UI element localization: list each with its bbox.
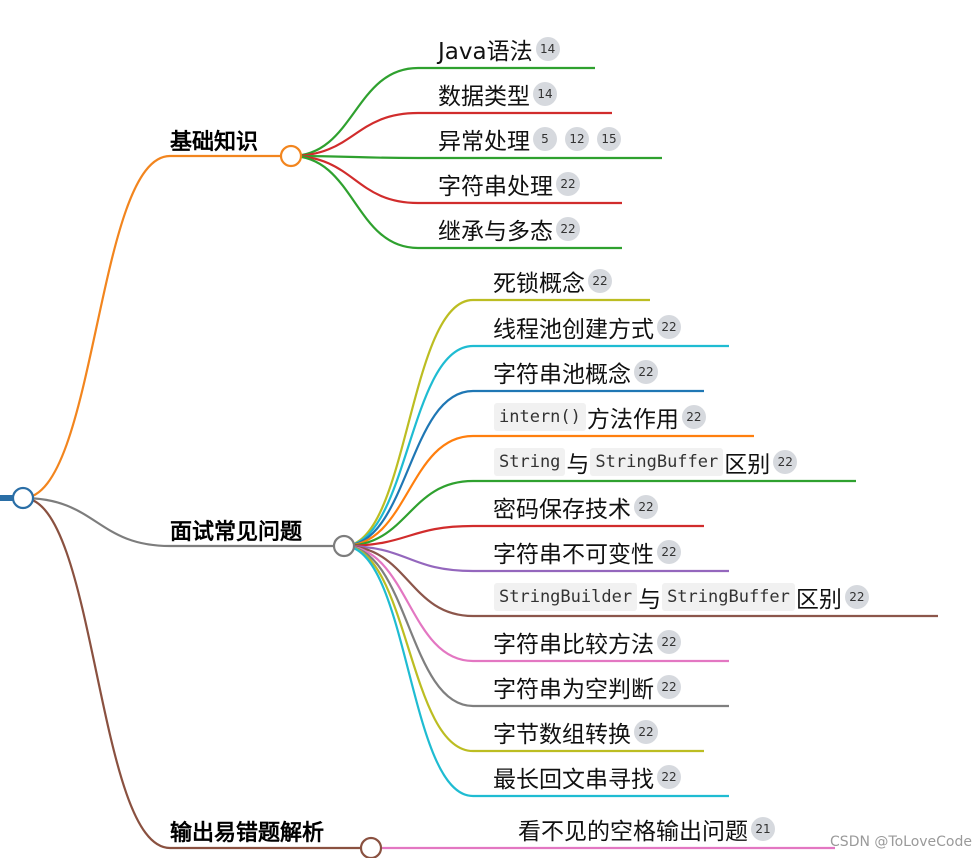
link-count-badge[interactable]: 22 [634, 495, 658, 519]
link-count-badge[interactable]: 22 [588, 269, 612, 293]
branch-edge [22, 496, 171, 548]
watermark: CSDN @ToLoveCode [830, 834, 972, 850]
leaf-text: 字节数组转换 [493, 722, 631, 748]
leaf-edge [343, 524, 474, 548]
leaf-code-text: StringBuffer [590, 448, 724, 476]
leaf-text: 看不见的空格输出问题 [518, 819, 748, 845]
leaf-text: 字符串不可变性 [493, 542, 654, 568]
leaf-text: 方法作用 [586, 407, 679, 433]
branch-toggle-icon[interactable] [279, 144, 303, 168]
link-count-badge[interactable]: 22 [657, 765, 681, 789]
leaf-edge [343, 389, 474, 548]
link-count-badge[interactable]: 15 [597, 127, 621, 151]
branch-toggle-icon[interactable] [332, 534, 356, 558]
leaf-text: 线程池创建方式 [493, 317, 654, 343]
link-count-badge[interactable]: 22 [556, 217, 580, 241]
leaf-text: 密码保存技术 [493, 497, 631, 523]
leaf-edge [290, 154, 419, 160]
branch-edge [22, 154, 171, 500]
leaf-text: 字符串池概念 [493, 362, 631, 388]
link-count-badge[interactable]: 22 [657, 315, 681, 339]
leaf-edge [290, 66, 419, 158]
root-toggle-icon[interactable] [11, 486, 35, 510]
link-count-badge[interactable]: 22 [844, 585, 869, 609]
leaf-edge [343, 344, 474, 548]
leaf-text: 区别 [724, 452, 771, 478]
link-count-badge[interactable]: 22 [634, 360, 658, 384]
branch-label[interactable]: 基础知识 [170, 130, 259, 155]
link-count-badge[interactable]: 12 [565, 127, 589, 151]
nodes-layer [11, 144, 383, 858]
branch-edge [22, 496, 171, 850]
leaf-edge [343, 544, 474, 708]
leaf-text: 异常处理 [438, 129, 530, 155]
link-count-badge[interactable]: 22 [657, 675, 681, 699]
branch-label[interactable]: 输出易错题解析 [170, 821, 325, 846]
leaf-text: 继承与多态 [438, 219, 553, 245]
leaf-edge [290, 154, 419, 250]
link-count-badge[interactable]: 14 [535, 37, 560, 61]
leaf-text: 区别 [795, 587, 842, 613]
leaf-edge [290, 111, 419, 158]
leaf-text: 与 [638, 587, 662, 613]
leaf-edge [343, 434, 474, 548]
link-count-badge[interactable]: 14 [533, 82, 557, 106]
leaf-text: 字符串处理 [438, 174, 553, 200]
leaf-text: 字符串为空判断 [493, 677, 654, 703]
link-count-badge[interactable]: 22 [657, 540, 681, 564]
link-count-badge[interactable]: 22 [634, 720, 658, 744]
leaf-edge [343, 544, 474, 798]
leaf-code-text: StringBuilder [494, 583, 638, 611]
leaf-edge [343, 544, 474, 753]
leaf-edge [343, 544, 474, 618]
leaf-edge [343, 544, 474, 573]
leaf-text: 字符串比较方法 [493, 632, 654, 658]
branch-toggle-icon[interactable] [359, 836, 383, 858]
leaf-text: Java语法 [438, 39, 533, 65]
leaf-edge [290, 154, 419, 205]
branch-label[interactable]: 面试常见问题 [170, 520, 303, 545]
link-count-badge[interactable]: 22 [773, 450, 798, 474]
leaf-code-text: StringBuffer [662, 583, 795, 611]
leaf-text: 与 [566, 452, 590, 478]
leaf-edge [343, 544, 474, 663]
leaf-text: 最长回文串寻找 [493, 767, 654, 793]
link-count-badge[interactable]: 22 [657, 630, 681, 654]
link-count-badge[interactable]: 22 [556, 172, 580, 196]
leaf-text: 数据类型 [438, 84, 530, 110]
leaf-code-text: String [494, 448, 566, 476]
edges-layer [0, 66, 938, 850]
link-count-badge[interactable]: 21 [751, 817, 775, 841]
leaf-text: 死锁概念 [493, 271, 585, 297]
leaf-edge [343, 479, 474, 548]
leaf-code-text: intern() [494, 403, 586, 431]
leaf-edge [343, 298, 474, 548]
link-count-badge[interactable]: 22 [681, 405, 706, 429]
link-count-badge[interactable]: 5 [533, 127, 557, 151]
